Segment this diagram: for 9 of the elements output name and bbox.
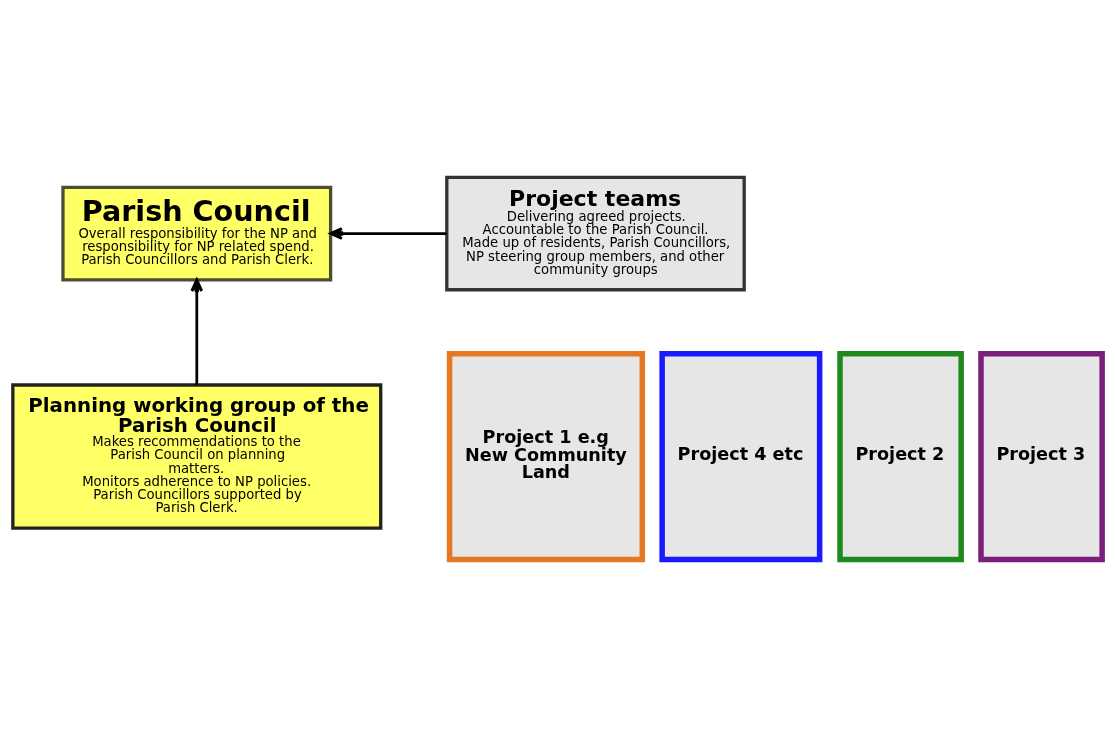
node-box: Parish Council Overall responsibility for the NP and responsibility for NP related spend. Parish Councillors and Parish Clerk. [61, 185, 333, 281]
node-box: Project 1 e.g New Community Land [446, 350, 646, 562]
node-box: Project 4 etc [659, 350, 823, 562]
node-box: Project 3 [978, 350, 1105, 562]
node-box: Planning working group of the Parish Council Makes recommendations to the Parish Council on planning matters. Monitors adherence to NP policies. Parish Councillors supported by Parish Clerk. [11, 382, 383, 530]
arrow [329, 226, 447, 240]
node-box: Project teams Delivering agreed projects. Accountable to the Parish Council. Made up of residents, Parish Councillors, NP steering group members, and other community groups [445, 175, 746, 291]
node-box: Project 2 [837, 350, 964, 562]
arrow [190, 278, 204, 385]
